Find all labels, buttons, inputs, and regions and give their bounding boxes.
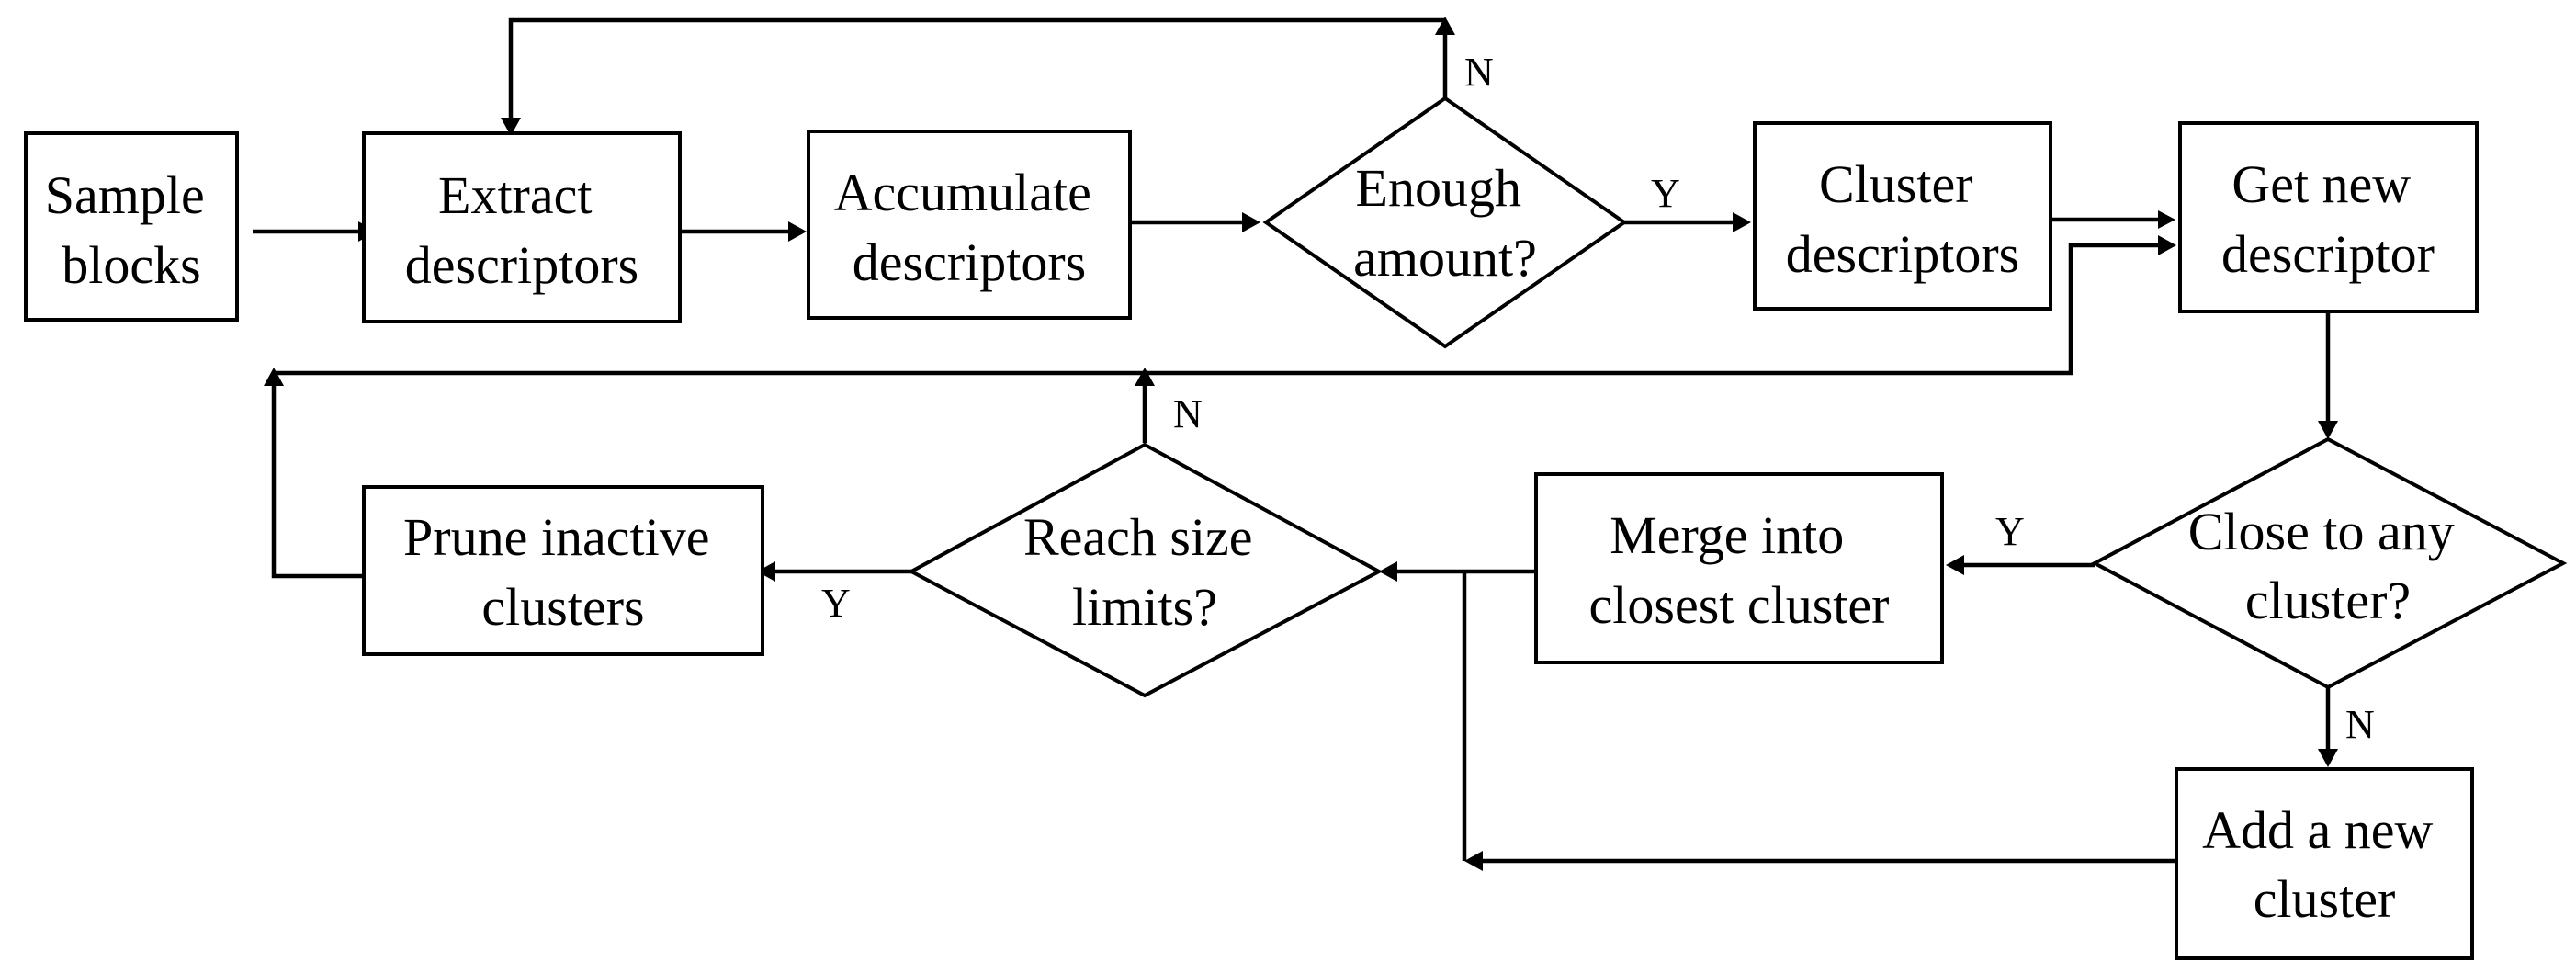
edge-label-enough-yes: Y xyxy=(1651,171,1680,216)
svg-text:Prune inactive clusters: Prune inactive clusters xyxy=(403,507,723,637)
node-label-line: descriptor xyxy=(2221,224,2435,284)
arrowhead-icon xyxy=(1435,17,1455,35)
node-label-line: Accumulate xyxy=(834,163,1091,222)
node-label-line: Sample xyxy=(45,165,205,225)
node-label-line: cluster? xyxy=(2245,571,2411,630)
node-add-a-new-cluster: Add a new cluster xyxy=(2175,767,2474,960)
svg-text:Add a new cluster: Add a new cluster xyxy=(2202,800,2446,929)
svg-text:Accumulate descriptors: Accumulate descriptors xyxy=(834,163,1105,292)
node-label-line: cluster xyxy=(2254,869,2396,929)
edge-label-close-no: N xyxy=(2345,702,2375,747)
edge-label-enough-no: N xyxy=(1464,50,1494,95)
arrowhead-icon xyxy=(2318,749,2338,767)
node-label-line: descriptors xyxy=(853,232,1087,292)
node-label-line: Extract xyxy=(438,165,592,225)
arrowhead-icon xyxy=(788,221,807,242)
arrowhead-icon xyxy=(757,561,775,582)
node-label-line: Enough xyxy=(1356,158,1521,218)
node-label-line: blocks xyxy=(62,235,200,295)
node-close-to-any-cluster-decision: Close to any cluster? xyxy=(2090,436,2568,690)
edges xyxy=(253,17,2338,871)
arrowhead-icon xyxy=(1946,555,1964,575)
edge-prune-up xyxy=(271,386,364,579)
arrowhead-icon xyxy=(2318,421,2338,439)
node-label-line: amount? xyxy=(1353,228,1537,288)
svg-text:Merge into closest clust: Merge into closest cluster xyxy=(1589,505,1890,635)
edge-label-close-yes: Y xyxy=(1995,509,2025,554)
svg-text:Close to any cluster?: Close to any cluster? xyxy=(2188,502,2468,630)
node-label-line: Add a new xyxy=(2202,800,2433,860)
node-merge-into-closest-cluster: Merge into closest cluster xyxy=(1534,472,1944,664)
svg-text:Enough amount?: Enough amount? xyxy=(1353,158,1537,288)
node-label-line: Merge into xyxy=(1610,505,1844,565)
node-label-line: descriptors xyxy=(405,235,639,295)
node-label-line: Cluster xyxy=(1819,154,1973,214)
arrowhead-icon xyxy=(1135,368,1155,386)
node-enough-amount-decision: Enough amount? xyxy=(1262,96,1628,349)
svg-text:Sample blocks: Sample blocks xyxy=(45,165,218,295)
node-label-line: Get new xyxy=(2231,154,2411,214)
svg-text:Extract descriptors: Extract descriptors xyxy=(405,165,639,295)
node-label-line: Prune inactive xyxy=(403,507,709,567)
node-extract-descriptors: Extract descriptors xyxy=(362,131,682,323)
arrowhead-icon xyxy=(264,368,284,386)
node-reach-size-limits-decision: Reach size limits? xyxy=(907,442,1384,698)
arrowhead-icon xyxy=(1733,212,1751,232)
node-cluster-descriptors: Cluster descriptors xyxy=(1753,121,2052,311)
node-label-line: Reach size xyxy=(1023,507,1253,567)
edge-loop-top xyxy=(508,17,1445,118)
node-label-line: Close to any xyxy=(2188,502,2455,561)
arrowhead-icon xyxy=(1379,561,1397,582)
arrowhead-icon xyxy=(1464,851,1483,871)
edge-label-reach-no: N xyxy=(1173,391,1203,436)
svg-text:Get new descriptor: Get new descriptor xyxy=(2221,154,2435,284)
node-sample-blocks: Sample blocks xyxy=(24,131,239,322)
node-label-line: limits? xyxy=(1072,577,1217,637)
node-prune-inactive-clusters: Prune inactive clusters xyxy=(362,485,764,656)
edge-label-reach-yes: Y xyxy=(821,581,851,626)
arrowhead-icon xyxy=(501,118,521,136)
node-label-line: closest cluster xyxy=(1589,575,1890,635)
node-accumulate-descriptors: Accumulate descriptors xyxy=(807,130,1132,320)
edge-labels: N Y N Y Y N xyxy=(821,50,2375,747)
arrowhead-icon xyxy=(2158,210,2175,229)
node-label-line: clusters xyxy=(481,577,644,637)
edge-return-to-getnew xyxy=(274,243,2158,376)
arrowhead-icon xyxy=(1242,212,1260,232)
arrowhead-icon xyxy=(2158,235,2176,255)
svg-text:Cluster descriptors: Cluster descriptors xyxy=(1786,154,2020,284)
node-label-line: descriptors xyxy=(1786,224,2020,284)
node-get-new-descriptor: Get new descriptor xyxy=(2178,121,2479,313)
svg-text:Reach size limits?: Reach size limits? xyxy=(1023,507,1266,637)
